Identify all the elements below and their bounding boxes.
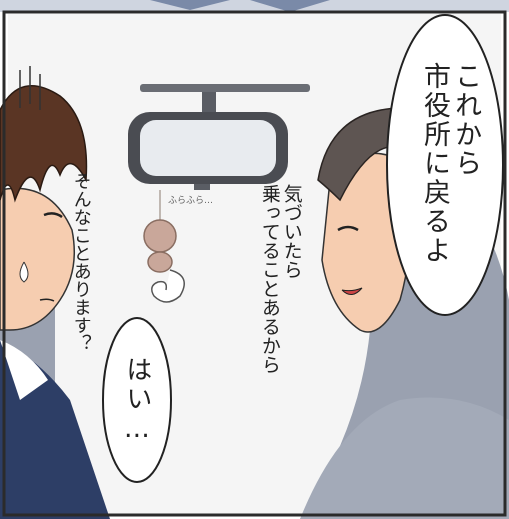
- hanging-charm: [143, 190, 185, 303]
- dialogue-left-text: そんなことあります？: [70, 172, 92, 352]
- left-hair: [0, 85, 88, 203]
- left-mouth: [39, 298, 55, 302]
- right-eye: [337, 225, 359, 232]
- top-strip-figures: [150, 0, 330, 12]
- speech-right-text: これから 市役所に戻るよ: [419, 62, 482, 265]
- speech-bubble-right: [386, 14, 504, 316]
- speech-bubble-bottom: [102, 317, 172, 483]
- sfx-text: ふらふら…: [168, 196, 214, 206]
- left-character: [0, 66, 110, 519]
- panel-border: [2, 10, 507, 517]
- left-shock-lines: [19, 66, 41, 110]
- rearview-mirror: [128, 84, 310, 190]
- top-strip-scene: [0, 0, 509, 12]
- speech-bottom-text: はい…: [121, 356, 152, 447]
- left-sweat-drop: [19, 261, 29, 283]
- dialogue-middle-text: 気づいたら 乗ってることあるから: [258, 184, 303, 374]
- right-shoulder: [300, 397, 509, 519]
- left-collar: [0, 340, 48, 400]
- left-face: [0, 187, 75, 331]
- right-mouth: [341, 287, 363, 295]
- left-eye: [43, 212, 63, 219]
